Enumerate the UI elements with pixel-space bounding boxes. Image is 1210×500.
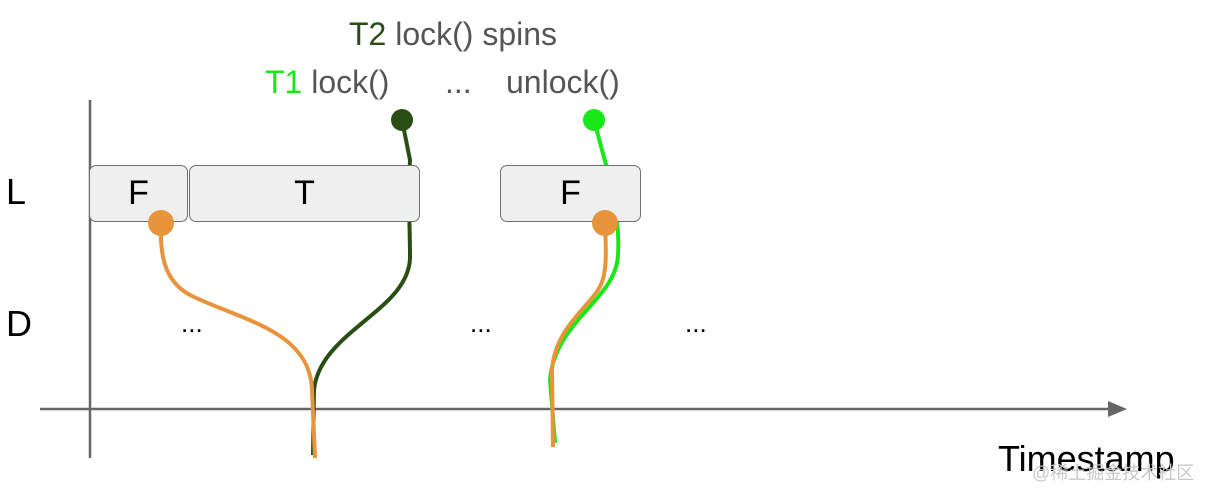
gap-dots-1: ... bbox=[181, 308, 203, 338]
gap-dots-3: ... bbox=[685, 308, 707, 338]
data-read-path-2 bbox=[549, 222, 608, 448]
t2-name: T2 bbox=[349, 16, 387, 52]
x-axis-arrowhead bbox=[1108, 401, 1127, 417]
data-read-dot-1 bbox=[148, 210, 174, 236]
state-box-f2: F bbox=[500, 165, 641, 222]
gap-dots-2: ... bbox=[470, 308, 492, 338]
watermark: @稀土掘金技术社区 bbox=[1032, 463, 1195, 483]
t1-unlock: unlock() bbox=[506, 64, 620, 100]
t2-action: lock() spins bbox=[395, 16, 558, 52]
t1-name: T1 bbox=[265, 64, 303, 100]
state-box-f1: F bbox=[89, 165, 188, 222]
data-read-path-1 bbox=[158, 222, 317, 459]
t1-unlock-dot bbox=[583, 109, 605, 131]
t1-lock: lock() bbox=[311, 64, 390, 100]
t1-gap: ... bbox=[445, 64, 472, 100]
x-axis-label: Timestamp bbox=[998, 438, 1175, 479]
row-label-lock: L bbox=[6, 171, 27, 212]
row-label-data: D bbox=[6, 303, 32, 344]
t2-title: T2 lock() spins bbox=[349, 18, 557, 50]
state-box-t: T bbox=[189, 165, 420, 222]
t1-title: T1 lock() bbox=[265, 66, 389, 98]
data-read-dot-2 bbox=[592, 210, 618, 236]
t2-start-dot bbox=[391, 109, 413, 131]
